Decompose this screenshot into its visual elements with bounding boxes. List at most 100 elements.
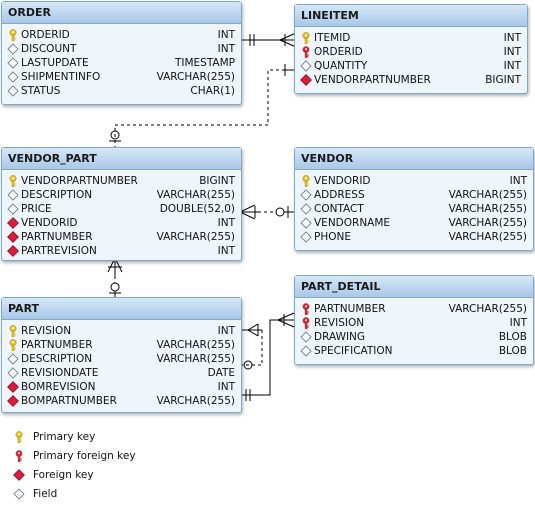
foreign-key-icon [7,381,19,393]
field-icon [7,85,19,97]
field-icon [300,345,312,357]
column-type: VARCHAR(255) [156,189,235,201]
column-type: VARCHAR(255) [156,339,235,351]
order-lineitem-connector [240,32,297,48]
field-icon [13,488,25,500]
foreign-key-icon [7,245,19,257]
column-type: INT [509,317,527,329]
column-row[interactable]: ORDERID INT [7,28,235,42]
field-icon [300,189,312,201]
column-name: ORDERID [21,29,70,41]
column-name: VENDORNAME [314,217,391,229]
column-type: INT [217,381,235,393]
legend-label: Primary foreign key [33,450,136,462]
lineitem-table-title: LINEITEM [295,5,527,27]
column-name: BOMPARTNUMBER [21,395,117,407]
column-name: ITEMID [314,32,351,44]
primary-key-icon [7,175,19,188]
column-name: REVISION [314,317,365,329]
primary-foreign-key-icon [300,46,312,59]
column-row[interactable]: DESCRIPTION VARCHAR(255) [7,352,235,366]
column-type: BIGINT [199,175,235,187]
field-icon [7,71,19,83]
primary-foreign-key-icon [300,317,312,330]
column-row[interactable]: LASTUPDATE TIMESTAMP [7,56,235,70]
primary-key-icon [7,339,19,352]
field-icon [7,367,19,379]
field-icon [7,43,19,55]
column-name: PARTNUMBER [21,339,93,351]
column-name: VENDORPARTNUMBER [314,74,431,86]
foreign-key-icon [7,395,19,407]
part-table-title: PART [2,298,241,320]
column-row[interactable]: PARTNUMBER VARCHAR(255) [7,338,235,352]
column-type: VARCHAR(255) [448,231,527,243]
column-name: LASTUPDATE [21,57,89,69]
column-type: INT [217,43,235,55]
part-vendorpart-connector [107,257,123,297]
column-name: VENDORID [314,175,371,187]
column-type: CHAR(1) [190,85,235,97]
column-type: INT [217,29,235,41]
column-row[interactable]: REVISION INT [300,316,527,330]
column-name: PARTNUMBER [314,303,386,315]
column-type: TIMESTAMP [174,57,235,69]
part-partdetail-connector [240,312,295,401]
column-name: PHONE [314,231,351,243]
part-self-connector [240,323,263,371]
column-type: INT [503,46,521,58]
field-icon [7,189,19,201]
column-name: REVISIONDATE [21,367,99,379]
column-name: DISCOUNT [21,43,77,55]
column-type: INT [503,32,521,44]
column-row[interactable]: ITEMID INT [300,31,521,45]
foreign-key-icon [7,217,19,229]
column-row[interactable]: DESCRIPTION VARCHAR(255) [7,188,235,202]
field-icon [7,203,19,215]
column-row[interactable]: DRAWING BLOB [300,330,527,344]
column-name: DRAWING [314,331,366,343]
column-name: DESCRIPTION [21,353,93,365]
column-row[interactable]: VENDORID INT [7,216,235,230]
column-name: VENDORID [21,217,78,229]
primary-key-icon [7,29,19,42]
vendor-part-table-title: VENDOR_PART [2,148,241,170]
column-type: VARCHAR(255) [156,353,235,365]
column-type: DOUBLE(52,0) [159,203,235,215]
primary-foreign-key-icon [13,450,25,463]
column-name: DESCRIPTION [21,189,93,201]
primary-key-icon [300,32,312,45]
column-row[interactable]: DISCOUNT INT [7,42,235,56]
column-type: INT [217,217,235,229]
column-type: BLOB [498,331,527,343]
column-row[interactable]: PHONE VARCHAR(255) [300,230,527,244]
